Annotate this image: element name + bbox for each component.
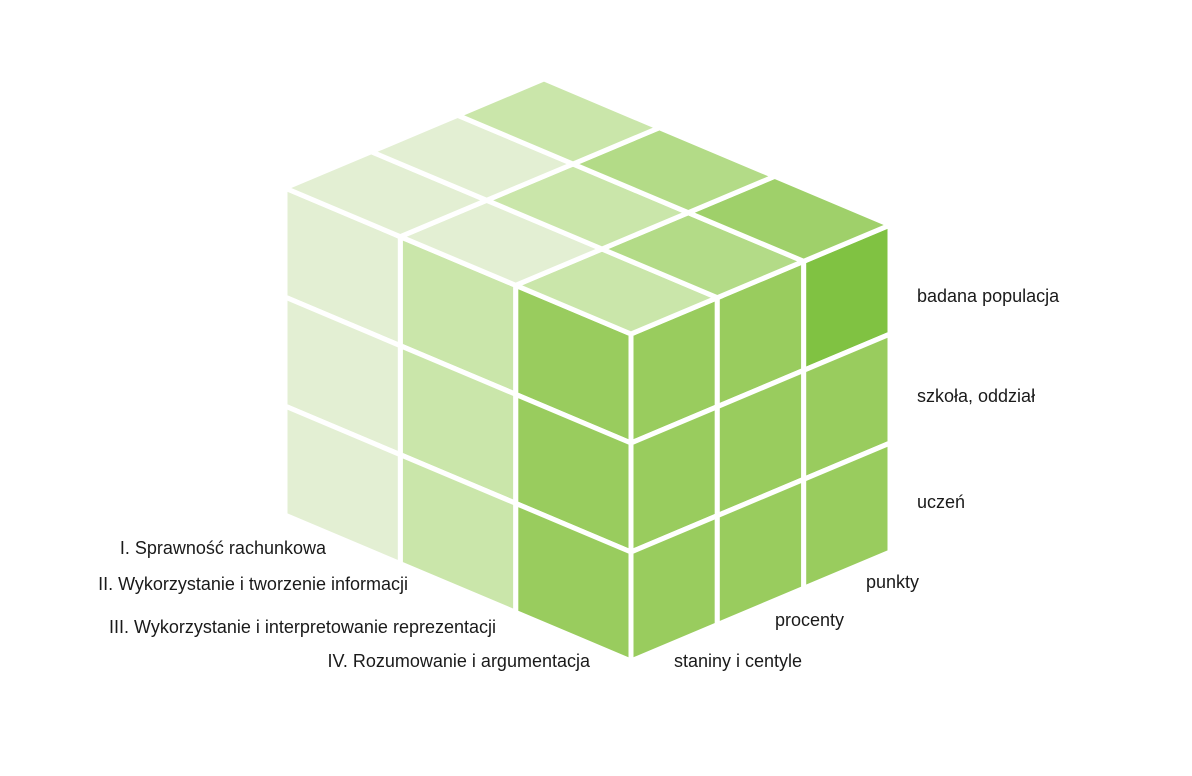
left-axis-label-2: II. Wykorzystanie i tworzenie informacji bbox=[98, 574, 408, 594]
right-side-label-3: uczeń bbox=[917, 492, 966, 512]
cube-top-cell bbox=[451, 76, 666, 167]
bottom-right-label-3: staniny i centyle bbox=[674, 651, 803, 671]
cube-left-cell bbox=[282, 402, 403, 568]
left-axis-label-4: IV. Rozumowanie i argumentacja bbox=[327, 651, 590, 671]
bottom-right-label-1: punkty bbox=[866, 572, 920, 592]
left-axis-label-3: III. Wykorzystanie i interpretowanie rep… bbox=[109, 617, 496, 637]
right-side-label-1: badana populacja bbox=[917, 286, 1060, 306]
left-axis-label-1: I. Sprawność rachunkowa bbox=[119, 538, 326, 558]
bottom-right-label-2: procenty bbox=[775, 610, 845, 630]
right-side-label-2: szkoła, oddział bbox=[917, 386, 1036, 406]
cube-right-cell bbox=[801, 439, 893, 593]
